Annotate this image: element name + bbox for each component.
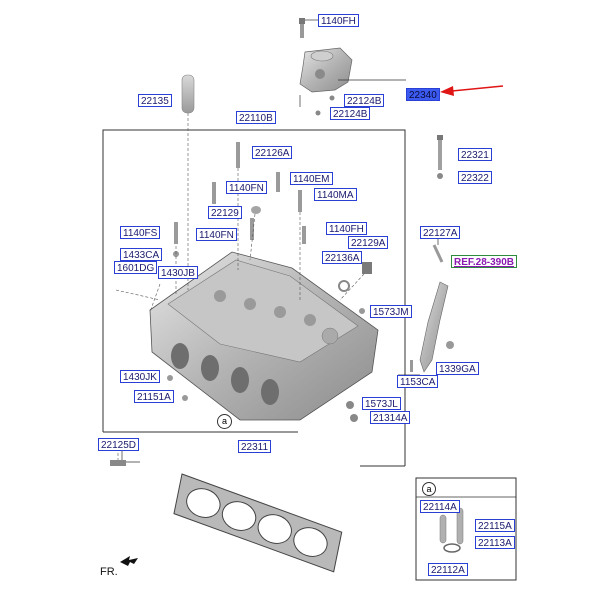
- label-22124b-1[interactable]: 22124B: [344, 94, 385, 107]
- label-1430jb[interactable]: 1430JB: [158, 266, 198, 279]
- label-1339ga[interactable]: 1339GA: [436, 362, 479, 375]
- label-22110b[interactable]: 22110B: [236, 111, 276, 124]
- label-22129[interactable]: 22129: [208, 206, 242, 219]
- label-21151a[interactable]: 21151A: [134, 390, 174, 403]
- label-1140fh-top[interactable]: 1140FH: [318, 14, 359, 27]
- thermostat-housing-part: [299, 47, 353, 93]
- label-22129a[interactable]: 22129A: [348, 236, 389, 249]
- label-22125d[interactable]: 22125D: [98, 438, 140, 451]
- head-gasket-part: [173, 473, 343, 573]
- label-22311[interactable]: 22311: [238, 440, 272, 453]
- assembly-frame: [102, 129, 406, 466]
- label-22136a[interactable]: 22136A: [322, 251, 363, 264]
- label-1433ca[interactable]: 1433CA: [120, 248, 163, 261]
- inset-callout-a: a: [422, 482, 436, 496]
- label-1140fh-2[interactable]: 1140FH: [326, 222, 367, 235]
- tube-22135: [181, 74, 195, 114]
- label-22135[interactable]: 22135: [138, 94, 172, 107]
- front-arrow-icon: [120, 556, 138, 566]
- label-1140em[interactable]: 1140EM: [290, 172, 333, 185]
- label-21314a[interactable]: 21314A: [370, 411, 411, 424]
- label-22124b-2[interactable]: 22124B: [330, 107, 371, 120]
- label-1140fn-2[interactable]: 1140FN: [196, 228, 237, 241]
- bolt-22321: [437, 135, 443, 170]
- bolt-22126a: [236, 142, 240, 168]
- label-22127a[interactable]: 22127A: [420, 226, 461, 239]
- callout-a: a: [217, 414, 232, 429]
- label-1573jm[interactable]: 1573JM: [370, 305, 412, 318]
- label-1140fn-1[interactable]: 1140FN: [226, 181, 267, 194]
- label-1140fs[interactable]: 1140FS: [120, 226, 161, 239]
- bracket-part: [419, 281, 449, 373]
- bolt-1140fh-top: [299, 18, 305, 38]
- inset-frame: [415, 477, 517, 581]
- label-22321[interactable]: 22321: [458, 148, 492, 161]
- label-1153ca[interactable]: 1153CA: [397, 375, 439, 388]
- label-22113a[interactable]: 22113A: [475, 536, 515, 549]
- label-22340[interactable]: 22340: [406, 88, 440, 101]
- label-22126a[interactable]: 22126A: [252, 146, 293, 159]
- label-22115a[interactable]: 22115A: [475, 519, 515, 532]
- label-22114a[interactable]: 22114A: [420, 500, 460, 513]
- label-ref-28-390b[interactable]: REF.28-390B: [451, 255, 518, 268]
- label-1430jk[interactable]: 1430JK: [120, 370, 160, 383]
- highlight-arrow: [440, 85, 504, 96]
- label-22112a[interactable]: 22112A: [428, 563, 468, 576]
- front-label: FR.: [100, 566, 118, 578]
- label-22322[interactable]: 22322: [458, 171, 492, 184]
- cylinder-head-part: [149, 251, 379, 421]
- plug-22125d: [110, 460, 126, 466]
- label-1573jl[interactable]: 1573JL: [362, 397, 401, 410]
- label-1601dg[interactable]: 1601DG: [114, 261, 158, 274]
- label-1140ma[interactable]: 1140MA: [314, 188, 357, 201]
